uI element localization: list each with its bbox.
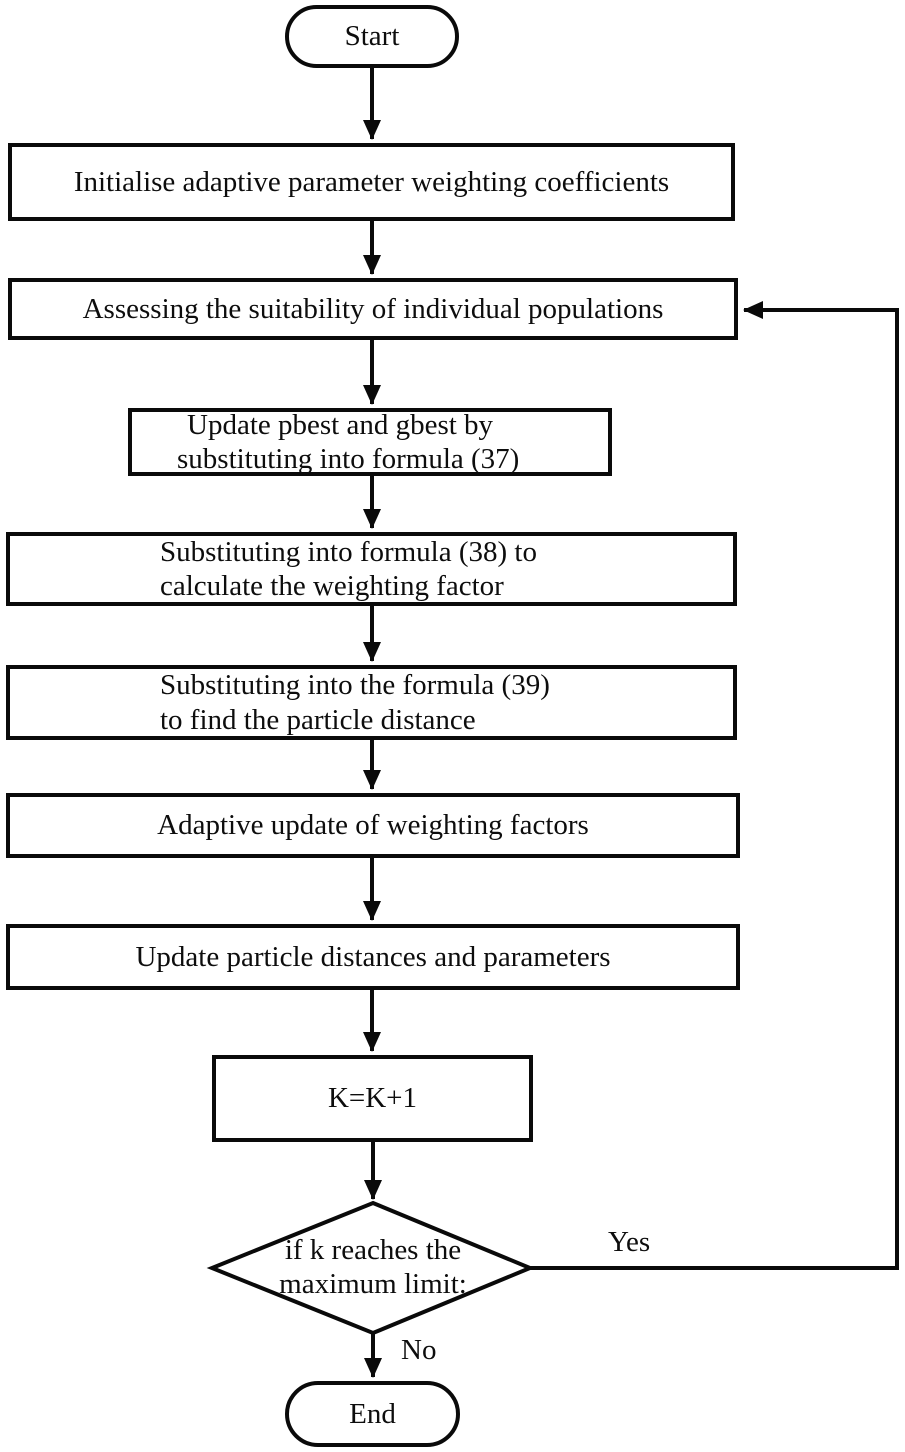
node-assess-population: Assessing the suitability of individual …	[8, 278, 738, 340]
node-adaptive-update: Adaptive update of weighting factors	[6, 793, 740, 858]
assess-population-label: Assessing the suitability of individual …	[82, 292, 664, 325]
formula-39-line1: Substituting into the formula (39)	[160, 669, 550, 702]
edge-label-no: No	[401, 1334, 437, 1366]
end-label: End	[349, 1397, 396, 1430]
decision-line2: maximum limit:	[279, 1268, 467, 1300]
formula-38-line2: calculate the weighting factor	[160, 570, 504, 602]
decision-k-limit-text: if k reaches the maximum limit:	[212, 1230, 534, 1306]
update-pbest-gbest-line1: Update pbest and gbest by	[187, 408, 494, 441]
node-init-coefficients: Initialise adaptive parameter weighting …	[8, 143, 735, 221]
adaptive-update-label: Adaptive update of weighting factors	[157, 809, 589, 842]
edge-label-yes: Yes	[608, 1226, 651, 1258]
decision-diamond-shape	[206, 1200, 536, 1336]
node-formula-39: Substituting into the formula (39) to fi…	[6, 665, 737, 740]
increment-k-label: K=K+1	[327, 1082, 418, 1115]
init-coefficients-label: Initialise adaptive parameter weighting …	[73, 165, 670, 198]
node-start: Start	[285, 5, 459, 68]
update-pbest-gbest-line2: substituting into formula (37)	[177, 443, 520, 475]
arrow-decision-yes-feedback	[530, 301, 899, 1270]
formula-38-line1: Substituting into formula (38) to	[160, 535, 537, 568]
decision-line1: if k reaches the	[284, 1234, 462, 1267]
update-distances-label: Update particle distances and parameters	[135, 940, 611, 973]
start-label: Start	[344, 20, 400, 53]
node-update-pbest-gbest: Update pbest and gbest by substituting i…	[128, 408, 612, 476]
node-increment-k: K=K+1	[212, 1055, 533, 1142]
formula-39-line2: to find the particle distance	[160, 703, 476, 736]
node-end: End	[285, 1381, 460, 1447]
node-formula-38: Substituting into formula (38) to calcul…	[6, 532, 737, 606]
node-update-distances: Update particle distances and parameters	[6, 924, 740, 990]
